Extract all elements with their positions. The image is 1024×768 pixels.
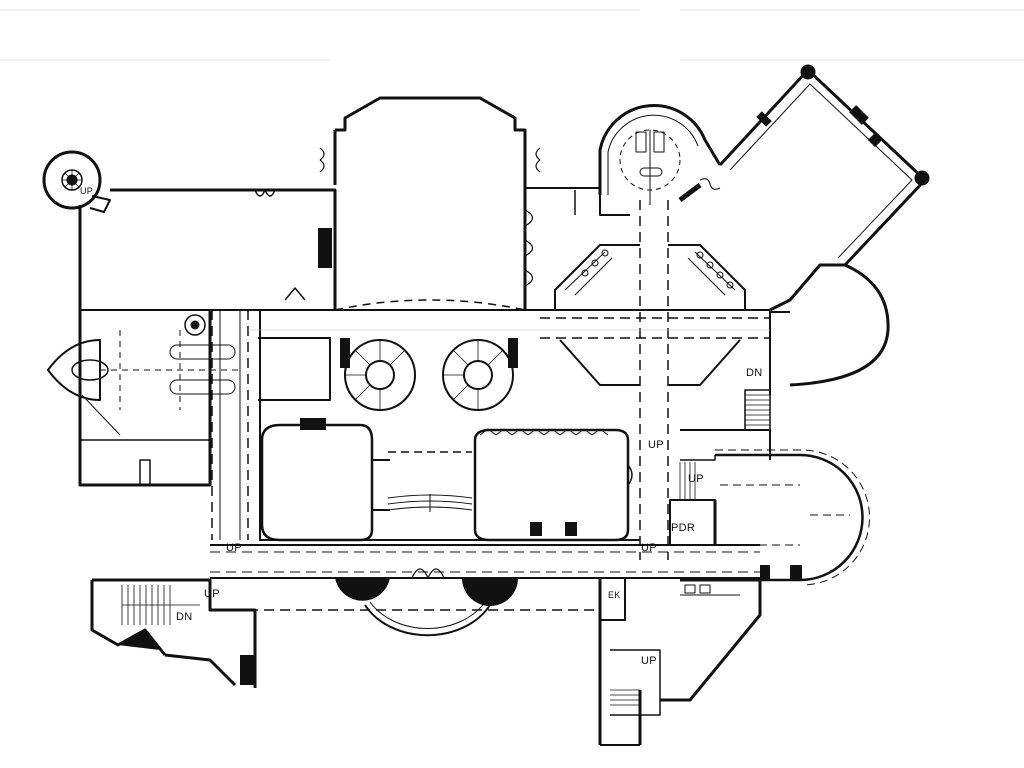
southwest-stair-hall [90,578,257,688]
west-great-room [78,188,337,311]
octagonal-rotunda [540,200,770,560]
northeast-angled-wing [699,64,930,312]
east-semicircular-room [715,449,870,586]
east-oval-room [473,428,633,542]
west-oval-room [260,418,390,542]
south-loggia [335,568,518,637]
twin-spiral-stairs [340,338,518,411]
north-octagonal-salon [319,96,541,311]
northwest-tower-stair [42,150,111,213]
north-round-powder-room [598,104,722,205]
central-foyer [387,451,473,512]
master-bath [47,309,245,487]
southeast-service-wing [598,577,762,746]
